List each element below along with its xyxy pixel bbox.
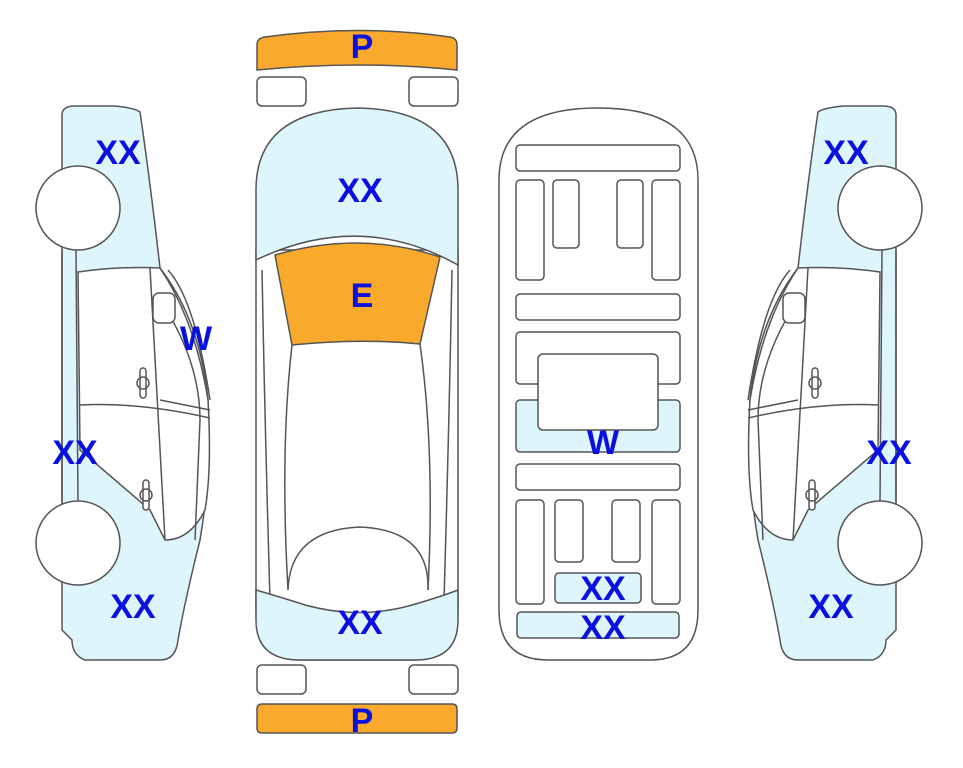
underside-rear-label[interactable]: XX [580,570,626,608]
left-sill-label[interactable]: XX [52,434,98,472]
left-rear-wheel[interactable] [35,500,121,586]
top-view [255,29,459,734]
front-bumper-label[interactable]: P [351,28,374,66]
left-front-wheel[interactable] [35,165,121,251]
rear-bumper[interactable] [256,703,458,734]
right-sill-label[interactable]: XX [866,434,912,472]
rear-bumper-label[interactable]: P [351,702,374,740]
front-bumper[interactable] [256,29,458,71]
underside-mid-label[interactable]: W [587,424,620,462]
right-front-fender-label[interactable]: XX [823,134,869,172]
left-headlight [256,76,307,107]
left-door-area[interactable] [77,266,211,541]
windshield[interactable] [274,242,441,346]
windshield-label[interactable]: E [351,277,374,315]
left-taillight [256,664,307,695]
left-window-label[interactable]: W [180,320,213,358]
left-rear-quarter-label[interactable]: XX [110,588,156,626]
trunk-label[interactable]: XX [337,604,383,642]
right-rear-quarter-label[interactable]: XX [808,588,854,626]
underside-rear-panel[interactable] [554,572,642,604]
underside-rear-bumper[interactable] [516,611,680,639]
left-side-view [35,105,211,661]
underside-view [498,107,699,661]
left-front-fender-label[interactable]: XX [95,134,141,172]
hood[interactable] [255,107,459,267]
right-headlight [408,76,459,107]
underside-bumper-label[interactable]: XX [580,609,626,647]
hood-label[interactable]: XX [337,172,383,210]
trunk[interactable] [255,588,459,661]
right-side-view [747,105,923,661]
right-taillight [408,664,459,695]
